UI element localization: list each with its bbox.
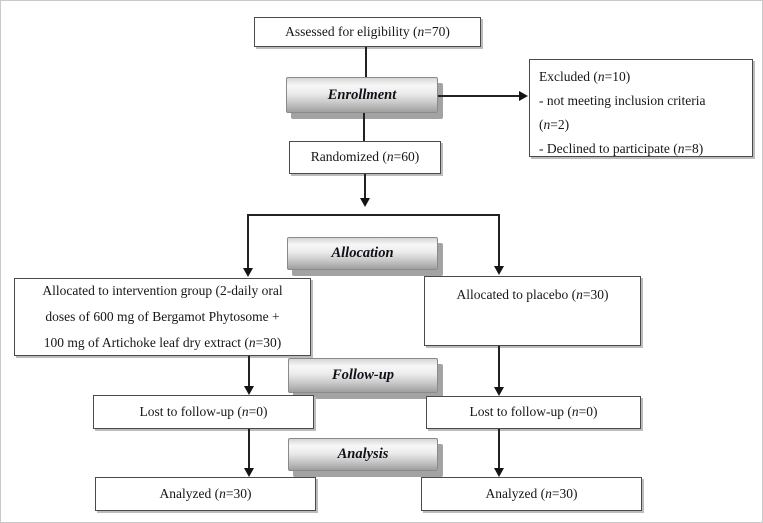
connector-allocright-lostright [498, 346, 500, 387]
analyzed-right-box: Analyzed (n=30) [421, 477, 642, 511]
connector-branch-right [498, 214, 500, 266]
excluded-line: - not meeting inclusion criteria [539, 93, 706, 108]
arrowhead-lost-left [244, 386, 254, 395]
lost-followup-left-box: Lost to follow-up (n=0) [93, 395, 314, 429]
allocated-intervention-box: Allocated to intervention group (2-daily… [14, 278, 311, 356]
assessed-eligibility-box: Assessed for eligibility (n=70) [254, 17, 481, 47]
randomized-box: Randomized (n=60) [289, 141, 441, 174]
allocation-phase-label: Allocation [287, 237, 438, 270]
connector-branch-left [247, 214, 249, 268]
connector-allocleft-lostleft [248, 356, 250, 386]
connector-assessed-enrollment [365, 47, 367, 77]
arrowhead-analyzed-left [244, 468, 254, 477]
allocated-intervention-line: Allocated to intervention group (2-daily… [42, 283, 283, 298]
excluded-line: Excluded (n=10) [539, 69, 631, 84]
arrowhead-analyzed-right [494, 468, 504, 477]
connector-randomized-branch [364, 174, 366, 198]
followup-phase-label: Follow-up [288, 358, 438, 393]
analyzed-left-box: Analyzed (n=30) [95, 477, 316, 511]
enrollment-phase-label: Enrollment [286, 77, 438, 113]
excluded-box: Excluded (n=10) - not meeting inclusion … [529, 59, 753, 157]
connector-lostright-analyzedright [498, 429, 500, 468]
connector-enrollment-excluded [438, 95, 519, 97]
lost-followup-right-box: Lost to follow-up (n=0) [426, 396, 641, 429]
allocated-intervention-line: 100 mg of Artichoke leaf dry extract (n=… [43, 335, 282, 350]
allocated-intervention-line: doses of 600 mg of Bergamot Phytosome + [45, 309, 280, 324]
arrowhead-excluded [519, 91, 528, 101]
excluded-line: (n=2) [539, 117, 570, 132]
arrowhead-alloc-right [494, 266, 504, 275]
arrowhead-alloc-left [243, 268, 253, 277]
connector-branch-horizontal [247, 214, 499, 216]
connector-enrollment-randomized [363, 113, 365, 141]
allocated-placebo-box: Allocated to placebo (n=30) [424, 276, 641, 346]
arrowhead-branch [360, 198, 370, 207]
analysis-phase-label: Analysis [288, 438, 438, 471]
arrowhead-lost-right [494, 387, 504, 396]
excluded-line: - Declined to participate (n=8) [539, 141, 704, 156]
connector-lostleft-analyzedleft [248, 429, 250, 468]
